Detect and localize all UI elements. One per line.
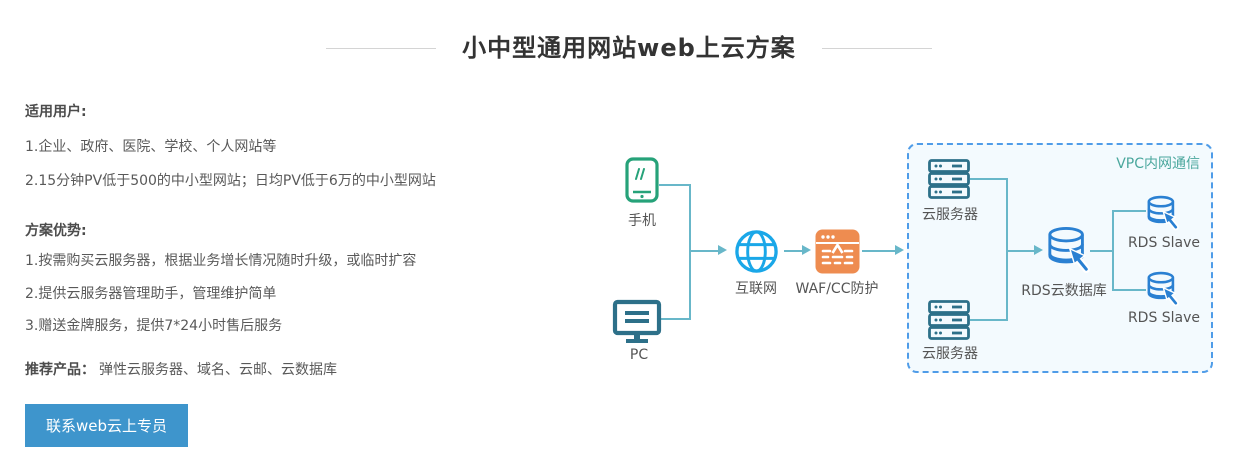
title-right-line xyxy=(821,47,932,49)
connector-pc-trunk xyxy=(661,318,690,320)
server-top-node xyxy=(928,159,970,203)
internet-node xyxy=(734,229,779,278)
connector-split-vertical xyxy=(1112,210,1114,291)
rds-slave-bottom-node xyxy=(1146,271,1180,311)
vpc-label: VPC内网通信 xyxy=(1116,156,1200,172)
cloud-server-icon xyxy=(928,159,970,199)
connector-split-slave-top xyxy=(1113,210,1146,212)
connector-phone-trunk xyxy=(659,184,690,186)
connector-trunk-rds xyxy=(1007,250,1035,252)
internet-globe-icon xyxy=(735,230,778,273)
connector-trunk-left xyxy=(689,184,691,320)
contact-specialist-button[interactable]: 联系web云上专员 xyxy=(25,404,188,447)
phone-node xyxy=(625,157,659,207)
page-header: 小中型通用网站web上云方案 xyxy=(0,32,1258,64)
rds-slave-top-node xyxy=(1146,195,1180,235)
rds-node xyxy=(1046,225,1092,279)
products-content: 弹性云服务器、域名、云邮、云数据库 xyxy=(99,362,337,378)
advantages-item-2: 2.提供云服务器管理助手，管理维护简单 xyxy=(25,286,277,302)
connector-internet-waf xyxy=(784,250,803,252)
server-bottom-label: 云服务器 xyxy=(922,346,978,362)
waf-node xyxy=(815,229,860,278)
connector-waf-vpc xyxy=(862,250,896,252)
advantages-item-3: 3.赠送金牌服务，提供7*24小时售后服务 xyxy=(25,318,283,334)
users-item-1: 1.企业、政府、医院、学校、个人网站等 xyxy=(25,139,277,155)
server-bottom-node xyxy=(928,300,970,344)
connector-trunk-vpc xyxy=(1006,178,1008,321)
connector-trunk-internet xyxy=(690,250,719,252)
arrowhead-to-rds-icon xyxy=(1034,245,1043,255)
internet-label: 互联网 xyxy=(735,281,777,297)
rds-slave-bottom-label: RDS Slave xyxy=(1127,310,1201,326)
phone-label: 手机 xyxy=(628,213,656,229)
vpc-box xyxy=(907,143,1213,373)
advantages-item-1: 1.按需购买云服务器，根据业务增长情况随时升级，或临时扩容 xyxy=(25,253,417,269)
waf-firewall-icon xyxy=(815,229,860,274)
rds-database-icon xyxy=(1048,227,1091,273)
pc-icon xyxy=(612,299,662,343)
products-heading: 推荐产品： xyxy=(25,362,95,378)
products-row: 推荐产品：弹性云服务器、域名、云邮、云数据库 xyxy=(25,361,565,379)
connector-server-top-trunk xyxy=(970,178,1007,180)
connector-split-slave-bottom xyxy=(1113,289,1146,291)
waf-label: WAF/CC防护 xyxy=(795,281,879,297)
server-top-label: 云服务器 xyxy=(922,207,978,223)
arrowhead-to-internet-icon xyxy=(718,245,727,255)
advantages-heading: 方案优势: xyxy=(25,223,87,239)
cloud-server-icon xyxy=(928,300,970,340)
connector-server-bottom-trunk xyxy=(970,319,1007,321)
users-heading: 适用用户: xyxy=(25,104,87,120)
phone-icon xyxy=(625,157,659,203)
users-item-2: 2.15分钟PV低于500的中小型网站；日均PV低于6万的中小型网站 xyxy=(25,173,436,189)
rds-slave-database-icon xyxy=(1147,271,1179,307)
title-left-line xyxy=(326,47,437,49)
connector-rds-split xyxy=(1090,250,1114,252)
rds-label: RDS云数据库 xyxy=(1021,283,1107,299)
pc-node xyxy=(612,297,662,351)
rds-slave-top-label: RDS Slave xyxy=(1127,235,1201,251)
arrowhead-to-waf-icon xyxy=(802,245,811,255)
rds-slave-database-icon xyxy=(1147,195,1179,231)
arrowhead-to-vpc-icon xyxy=(895,245,904,255)
pc-label: PC xyxy=(629,347,649,363)
page-title: 小中型通用网站web上云方案 xyxy=(462,34,796,62)
